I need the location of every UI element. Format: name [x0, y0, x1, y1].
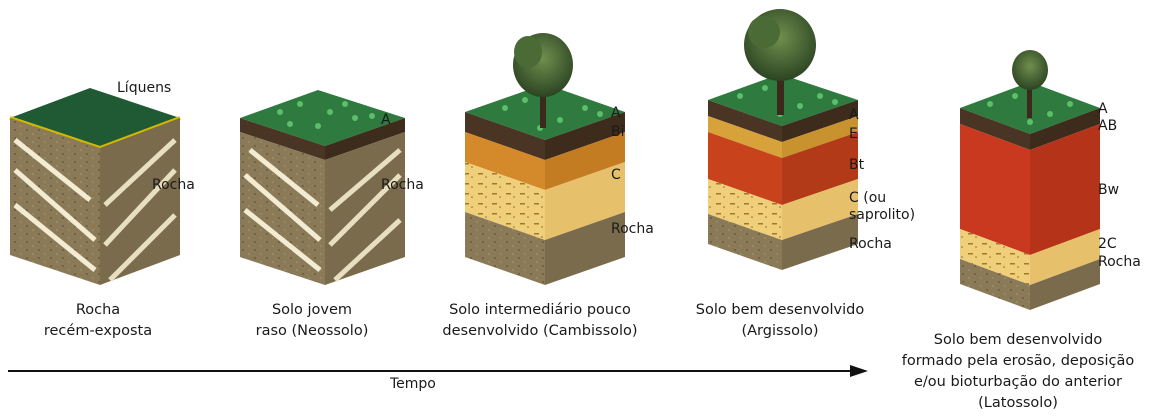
caption-line: recém-exposta: [43, 323, 153, 339]
caption-line: (Argissolo): [741, 323, 819, 339]
caption-line: Solo intermediário pouco: [449, 302, 631, 318]
time-arrow: [8, 365, 868, 377]
soil-blocks: [9, 9, 1100, 310]
caption-neossolo: Solo jovem raso (Neossolo): [232, 300, 392, 342]
label-horizon-c: C (ou: [849, 190, 887, 206]
tree-icon: [744, 9, 816, 115]
block-neossolo: [240, 90, 405, 285]
label-horizon-a: A: [381, 112, 391, 128]
label-horizon-2c: 2C: [1098, 236, 1117, 252]
caption-line: (Latossolo): [978, 395, 1058, 411]
caption-latossolo: Solo bem desenvolvido formado pela erosã…: [888, 330, 1148, 414]
label-rocha: Rocha: [381, 177, 424, 193]
label-horizon-e: E: [849, 126, 858, 142]
caption-rock-exposed: Rocha recém-exposta: [18, 300, 178, 342]
caption-line: Solo jovem: [271, 302, 353, 318]
caption-line: formado pela erosão, deposição: [901, 353, 1135, 369]
block-rock-exposed: [9, 88, 181, 285]
label-rocha: Rocha: [849, 236, 892, 252]
label-horizon-bt: Bt: [849, 157, 865, 173]
label-horizon-a: A: [1098, 101, 1108, 117]
caption-line: Solo bem desenvolvido: [933, 332, 1103, 348]
label-horizon-a: A: [611, 105, 621, 121]
label-liquens: Líquens: [117, 80, 172, 96]
label-horizon-bi: Bi: [611, 124, 625, 140]
tree-icon: [1012, 50, 1048, 118]
tree-icon: [513, 33, 573, 128]
label-horizon-bw: Bw: [1098, 182, 1120, 198]
caption-line: desenvolvido (Cambissolo): [442, 323, 638, 339]
caption-line: raso (Neossolo): [255, 323, 369, 339]
caption-line: e/ou bioturbação do anterior: [913, 374, 1123, 390]
label-rocha: Rocha: [1098, 254, 1141, 270]
time-label: Tempo: [390, 376, 436, 392]
label-horizon-c: C: [611, 167, 621, 183]
caption-line: Rocha: [75, 302, 121, 318]
label-horizon-a: A: [849, 107, 859, 123]
caption-argissolo: Solo bem desenvolvido (Argissolo): [670, 300, 890, 342]
label-rocha: Rocha: [152, 177, 195, 193]
label-horizon-ab: AB: [1098, 118, 1118, 134]
caption-cambissolo: Solo intermediário pouco desenvolvido (C…: [420, 300, 660, 342]
label-rocha: Rocha: [611, 221, 654, 237]
caption-line: Solo bem desenvolvido: [695, 302, 865, 318]
label-saprolito: saprolito): [849, 207, 916, 223]
